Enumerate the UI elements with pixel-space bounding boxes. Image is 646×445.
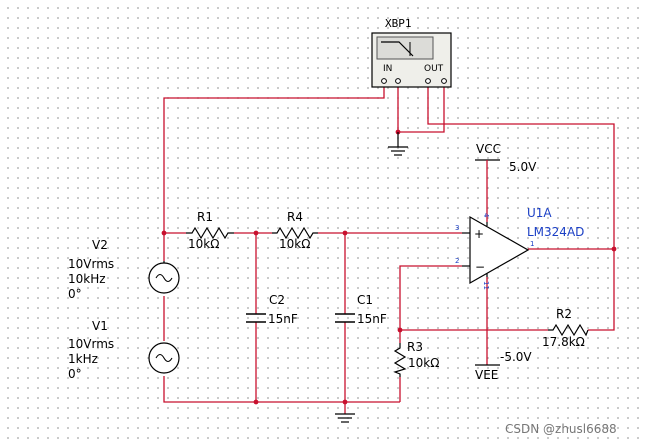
instrument-out-label: OUT: [424, 64, 444, 74]
junction-dot: [342, 399, 348, 405]
r2-ref: R2: [556, 307, 572, 321]
wire-output-to-out: [427, 82, 615, 249]
pin-vee: 11: [482, 281, 490, 290]
v1-ref: V1: [92, 319, 108, 333]
opamp-ref: U1A: [527, 206, 552, 220]
vee-supply: VEE -5.0V: [475, 277, 532, 382]
terminal-in-plus[interactable]: [381, 78, 387, 84]
junction-dot: [253, 230, 259, 236]
c1-ref: C1: [357, 293, 373, 307]
r3-value: 10kΩ: [408, 356, 439, 370]
ac-source-v1[interactable]: V1 10Vrms 1kHz 0°: [68, 319, 180, 381]
terminal-out-plus[interactable]: [425, 78, 431, 84]
v2-ref: V2: [92, 238, 108, 252]
wire-feedback-right: [588, 249, 615, 331]
v1-frequency: 1kHz: [68, 352, 98, 366]
opamp-u1a[interactable]: + − 3 2 1 4 11 U1A LM324AD: [455, 206, 584, 290]
watermark: CSDN @zhusl6688: [505, 422, 617, 436]
wire-v1-to-ground-rail: [163, 376, 400, 403]
wire-inv-input: [399, 265, 462, 343]
wire-xbp-ground: [397, 82, 445, 133]
v1-amplitude: 10Vrms: [68, 337, 114, 351]
v2-frequency: 10kHz: [68, 272, 106, 286]
terminal-in-minus[interactable]: [395, 78, 401, 84]
r3-ref: R3: [407, 340, 423, 354]
instrument-name: XBP1: [385, 17, 412, 30]
sine-icon: [155, 353, 173, 363]
opamp-model: LM324AD: [527, 225, 584, 239]
pin-noninv: 3: [455, 224, 459, 232]
pin-vcc: 4: [482, 213, 490, 218]
opamp-minus-sign: −: [475, 260, 485, 274]
vee-label: VEE: [475, 368, 498, 382]
r1-ref: R1: [197, 210, 213, 224]
resistor-r2[interactable]: R2 17.8kΩ: [542, 307, 589, 349]
wire-in-to-left-rail: [163, 82, 385, 261]
junctions: [161, 129, 617, 405]
v2-phase: 0°: [68, 287, 82, 301]
r4-ref: R4: [287, 210, 303, 224]
instrument-in-label: IN: [383, 64, 392, 74]
capacitor-c1[interactable]: C1 15nF: [335, 293, 387, 326]
ac-source-v2[interactable]: V2 10Vrms 10kHz 0°: [68, 238, 180, 301]
junction-dot: [253, 399, 259, 405]
c2-value: 15nF: [268, 312, 298, 326]
capacitor-c2[interactable]: C2 15nF: [246, 293, 298, 326]
junction-dot: [161, 230, 167, 236]
bode-plotter[interactable]: XBP1 IN OUT: [371, 17, 452, 88]
vee-value: -5.0V: [500, 350, 532, 364]
junction-dot: [342, 230, 348, 236]
resistor-r1[interactable]: R1 10kΩ: [186, 210, 234, 251]
vcc-label: VCC: [476, 142, 501, 156]
pin-out: 1: [530, 240, 534, 248]
r1-value: 10kΩ: [188, 237, 219, 251]
pin-inv: 2: [455, 257, 459, 265]
r4-value: 10kΩ: [279, 237, 310, 251]
opamp-plus-sign: +: [474, 227, 484, 241]
v1-phase: 0°: [68, 367, 82, 381]
terminal-out-minus[interactable]: [441, 78, 447, 84]
wires: [163, 82, 615, 414]
c2-ref: C2: [269, 293, 285, 307]
junction-dot: [611, 246, 617, 252]
ground-symbol: [335, 413, 355, 423]
r2-value: 17.8kΩ: [542, 335, 585, 349]
resistor-r3[interactable]: R3 10kΩ: [393, 340, 439, 377]
vcc-value: 5.0V: [509, 160, 537, 174]
sine-icon: [155, 273, 173, 283]
c1-value: 15nF: [357, 312, 387, 326]
ground-symbol: [388, 132, 408, 156]
junction-dot: [397, 327, 403, 333]
resistor-r4[interactable]: R4 10kΩ: [272, 210, 318, 251]
lowpass-curve-icon: [381, 41, 414, 57]
vcc-supply: VCC 5.0V: [475, 142, 537, 222]
v2-amplitude: 10Vrms: [68, 257, 114, 271]
opamp-body[interactable]: [469, 215, 530, 285]
